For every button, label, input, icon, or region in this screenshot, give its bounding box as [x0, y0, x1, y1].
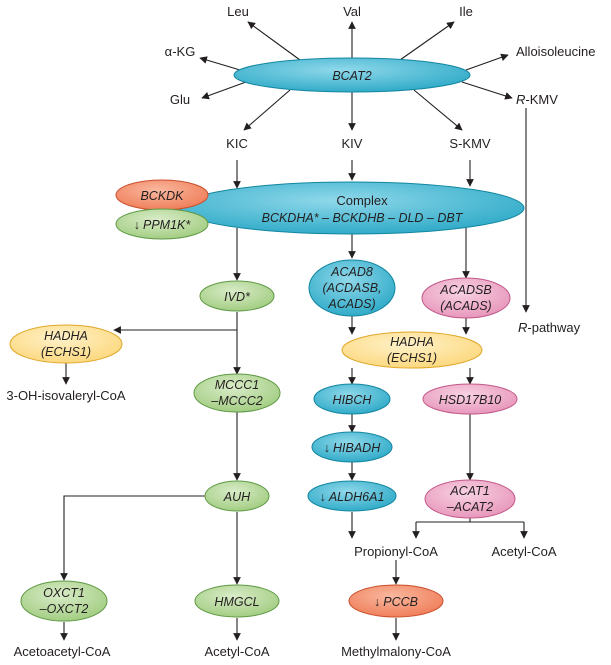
enzyme-oxct: OXCT1 –OXCT2 — [20, 580, 108, 622]
enzyme-pccb: ↓PCCB — [348, 584, 444, 618]
enzyme-hadha-left: HADHA (ECHS1) — [9, 324, 123, 364]
metabolite-propionyl-coa: Propionyl-CoA — [354, 544, 438, 559]
metabolite-ile: Ile — [459, 4, 473, 19]
metabolite-glu: Glu — [170, 92, 190, 107]
enzyme-hsd17b10: HSD17B10 — [422, 383, 518, 415]
ppm1k-label: ↓PPM1K* — [134, 218, 192, 232]
hibadh-down-arrow-icon: ↓ — [324, 441, 330, 455]
hibadh-name: HIBADH — [333, 441, 381, 455]
edge-bcat2-leu — [247, 21, 301, 61]
ivd-label: IVD* — [224, 290, 251, 304]
rkmv-prefix: R — [516, 92, 525, 107]
metabolite-akg: α-KG — [165, 44, 196, 59]
aldh6a1-label: ↓ALDH6A1 — [320, 490, 385, 504]
enzyme-hmgcl: HMGCL — [194, 584, 280, 618]
complex-title: Complex — [336, 193, 388, 208]
acad8-line1: ACAD8 — [330, 265, 373, 279]
metabolite-rkmv: R-KMV — [516, 92, 558, 107]
bcat2-label: BCAT2 — [332, 69, 371, 83]
hsd17b10-label: HSD17B10 — [439, 393, 502, 407]
oxct-line1: OXCT1 — [43, 586, 85, 600]
acat-line2: –ACAT2 — [446, 500, 493, 514]
acad8-line2: (ACDASB, — [322, 281, 381, 295]
acat-line1: ACAT1 — [449, 484, 489, 498]
enzyme-auh: AUH — [204, 480, 270, 512]
rkmv-suffix: -KMV — [525, 92, 558, 107]
hibch-label: HIBCH — [333, 393, 373, 407]
metabolite-acetoacetyl-coa: Acetoacetyl-CoA — [14, 644, 111, 659]
enzyme-acad8: ACAD8 (ACDASB, ACADS) — [308, 259, 396, 317]
edge-bcat2-ile — [399, 21, 455, 61]
enzyme-bcat2: BCAT2 — [233, 57, 471, 93]
edge-bcat2-rkmv — [461, 81, 513, 100]
enzyme-mccc: MCCC1 –MCCC2 — [193, 373, 281, 413]
pccb-down-arrow-icon: ↓ — [374, 595, 380, 609]
edge-auh-oxct — [60, 495, 206, 581]
enzyme-ivd: IVD* — [199, 280, 275, 312]
metabolite-skmv: S-KMV — [449, 136, 491, 151]
metabolite-acetyl-coa-right: Acetyl-CoA — [491, 544, 556, 559]
hadha-left-line2: (ECHS1) — [41, 345, 91, 359]
ppm1k-down-arrow-icon: ↓ — [134, 218, 140, 232]
metabolite-ohisovaleryl: 3-OH-isovaleryl-CoA — [6, 388, 126, 403]
edge-bcat2-akg — [199, 56, 241, 71]
auh-label: AUH — [223, 490, 251, 504]
enzyme-bckdk: BCKDK — [115, 179, 209, 211]
aldh6a1-down-arrow-icon: ↓ — [320, 490, 326, 504]
edge-bcat2-alloisoleucine — [465, 53, 509, 71]
hmgcl-label: HMGCL — [214, 595, 259, 609]
enzyme-hadha-mid: HADHA (ECHS1) — [341, 331, 483, 369]
edges — [60, 21, 530, 641]
metabolite-val: Val — [343, 4, 361, 19]
r-pathway-label: R-pathway — [518, 320, 581, 335]
edge-bcat2-kic — [243, 89, 291, 131]
enzyme-acat: ACAT1 –ACAT2 — [424, 479, 516, 519]
mccc-line2: –MCCC2 — [210, 394, 262, 408]
acadsb-line1: ACADSB — [439, 283, 491, 297]
metabolite-kiv: KIV — [342, 136, 363, 151]
rpathway-suffix: -pathway — [527, 320, 580, 335]
ppm1k-name: PPM1K* — [143, 218, 191, 232]
acadsb-line2: (ACADS) — [440, 299, 491, 313]
complex-genes: BCKDHA* – BCKDHB – DLD – DBT — [262, 211, 464, 225]
metabolite-acetyl-coa-mid: Acetyl-CoA — [204, 644, 269, 659]
hadha-left-line1: HADHA — [44, 329, 88, 343]
mccc-line1: MCCC1 — [215, 378, 259, 392]
rpathway-prefix: R — [518, 320, 527, 335]
hadha-mid-line2: (ECHS1) — [387, 351, 437, 365]
enzyme-hibch: HIBCH — [313, 383, 391, 415]
enzyme-aldh6a1: ↓ALDH6A1 — [307, 480, 397, 512]
edge-bcat2-glu — [201, 81, 247, 100]
pccb-name: PCCB — [383, 595, 418, 609]
bckdk-label: BCKDK — [140, 189, 184, 203]
enzyme-acadsb: ACADSB (ACADS) — [421, 277, 511, 319]
enzyme-ppm1k: ↓PPM1K* — [115, 208, 209, 240]
hibadh-label: ↓HIBADH — [324, 441, 381, 455]
hadha-mid-line1: HADHA — [390, 335, 434, 349]
aldh6a1-name: ALDH6A1 — [328, 490, 385, 504]
pccb-label: ↓PCCB — [374, 595, 418, 609]
enzyme-hibadh: ↓HIBADH — [311, 431, 393, 463]
acad8-line3: ACADS) — [327, 297, 375, 311]
metabolite-methylmalonyl-coa: Methylmalony-CoA — [341, 644, 451, 659]
edge-bcat2-skmv — [413, 89, 463, 131]
oxct-line2: –OXCT2 — [39, 602, 89, 616]
enzyme-complex: Complex BCKDHA* – BCKDHB – DLD – DBT — [179, 181, 525, 235]
metabolite-alloisoleucine: Alloisoleucine — [516, 44, 596, 59]
metabolite-kic: KIC — [226, 136, 248, 151]
metabolite-leu: Leu — [227, 4, 249, 19]
